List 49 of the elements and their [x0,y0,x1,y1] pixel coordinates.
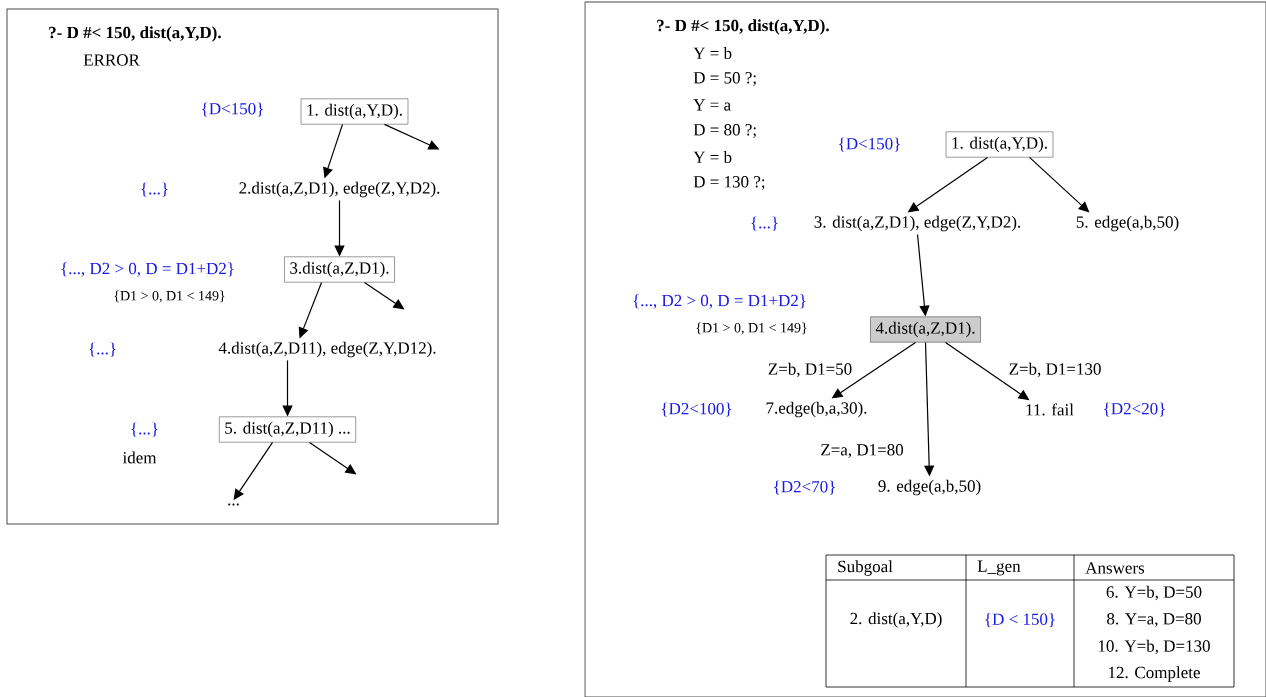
constraint-label: {..., D2 > 0, D = D1+D2} [61,262,234,277]
constraint-label: {D<150} [202,102,263,117]
table-cell: 2. dist(a,Y,D) [850,612,942,628]
constraint-label: {D<150} [839,137,900,152]
answer-text: D = 50 ?; [693,72,756,86]
goal-text: ... [228,503,239,506]
constraint-label: {D2<70} [774,480,835,495]
answer-text: Y = b [693,151,732,163]
constraint-label: idem [122,451,157,464]
goal-text: 11. fail [1026,403,1074,416]
table-header-cell: L_gen [977,560,1021,576]
goal-box: 4.dist(a,Z,D1). [870,316,981,343]
answer-text: ERROR [83,54,140,66]
goal-box: 1. dist(a,Y,D). [300,98,409,125]
query-text: ?- D #< 150, dist(a,Y,D). [657,19,829,35]
answer-text: D = 80 ?; [693,124,756,138]
answer-text: Y = a [693,99,731,111]
constraint-label: {D1 > 0, D1 < 149} [696,322,807,335]
edge-label: Z=a, D1=80 [819,443,905,459]
goal-text: 3. dist(a,Z,D1), edge(Z,Y,D2). [814,215,1021,232]
query-text: ?- D #< 150, dist(a,Y,D). [49,26,221,42]
goal-box: 5. dist(a,Z,D11) ... [219,416,356,443]
table-cell: 8. Y=a, D=80 [1107,613,1201,627]
goal-text: 2.dist(a,Z,D1), edge(Z,Y,D2). [239,181,440,198]
table-cell: 12. Complete [1109,666,1200,682]
table-cell: 10. Y=b, D=130 [1098,639,1210,655]
constraint-label: {...} [89,342,116,357]
constraint-label: {...} [141,182,168,197]
constraint-label: {...} [131,422,158,437]
answer-text: D = 130 ?; [693,176,765,190]
goal-text: 7.edge(b,a,30). [766,401,867,418]
goal-text: 5. edge(a,b,50) [1076,215,1179,232]
edge-label: Z=b, D1=50 [766,361,854,379]
arrow [1028,156,1090,213]
table-cell: 6. Y=b, D=50 [1106,585,1202,601]
table-header-cell: Subgoal [838,560,893,576]
edge-label: Z=b, D1=130 [1007,361,1103,379]
constraint-label: {D1 > 0, D1 < 149} [114,290,225,303]
constraint-label: {D2<20} [1104,402,1165,417]
constraint-label: {...} [751,216,778,231]
constraint-label: {..., D2 > 0, D = D1+D2} [633,294,806,309]
goal-text: 9. edge(a,b,50) [878,479,981,496]
table-cell: {D < 150} [985,612,1055,628]
goal-box: 1. dist(a,Y,D). [945,131,1054,158]
goal-text: 4.dist(a,Z,D11), edge(Z,Y,D12). [218,341,436,358]
goal-box: 3.dist(a,Z,D1). [284,256,395,283]
table-header-cell: Answers [1085,562,1145,574]
constraint-label: {D2<100} [661,402,732,417]
answer-text: Y = b [693,47,732,59]
